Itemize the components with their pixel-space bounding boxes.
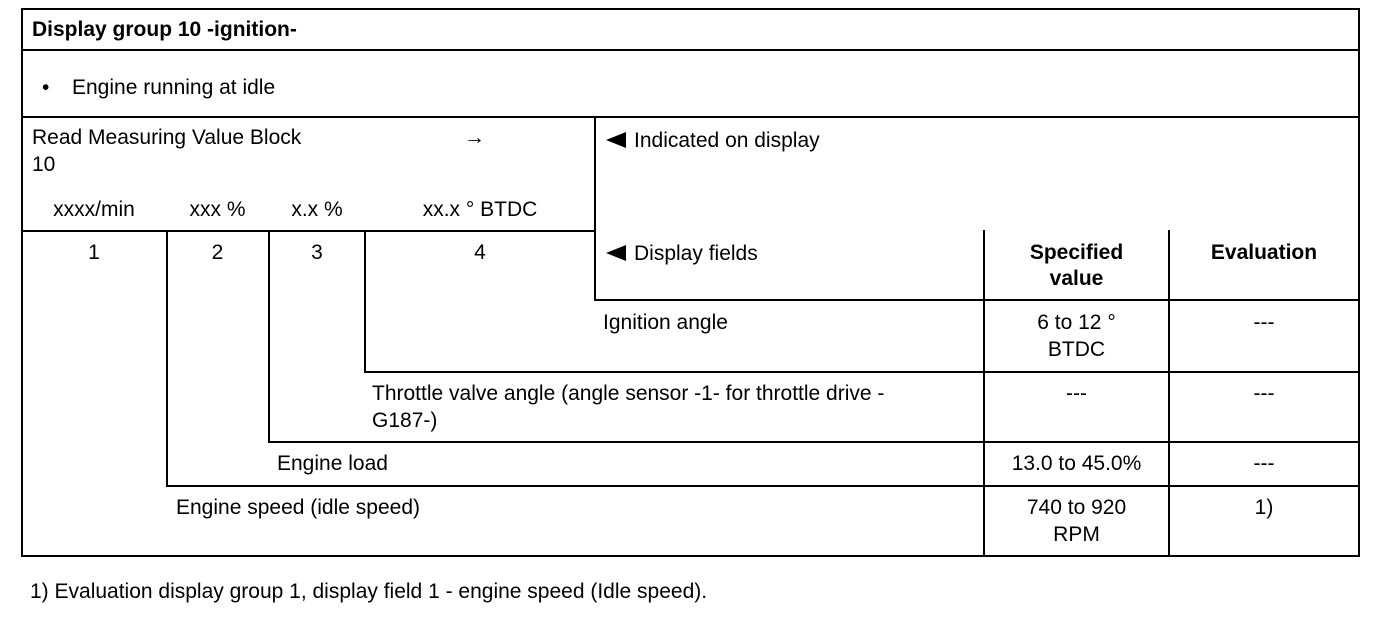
triangle-left-icon [606,132,626,148]
unit-field-1: xxxx/min [53,198,135,221]
field-number-3: 3 [311,241,323,264]
row-ignition-angle-field: Ignition angle [603,311,728,334]
block-label-line1: Read Measuring Value Block [32,126,302,149]
row-throttle-spec: --- [1066,382,1087,405]
table-border-top [21,8,1360,10]
bracket-line-field-2 [268,230,270,443]
evaluation-header: Evaluation [1210,241,1318,264]
divider-field-numbers [21,230,596,232]
table-title: Display group 10 -ignition- [32,18,297,41]
condition-bullet: • [42,76,50,99]
row-engine-load-spec: 13.0 to 45.0% [1011,452,1142,475]
unit-field-4: xx.x ° BTDC [422,198,538,221]
row-ignition-angle-spec-line2: BTDC [1047,338,1106,361]
table-border-bottom [21,555,1360,557]
unit-field-2: xxx % [189,198,246,221]
table-border-left [21,8,23,557]
row-divider-ignition [364,371,1360,373]
triangle-left-icon [606,245,626,261]
bracket-line-field-3 [364,230,366,373]
row-ignition-angle-spec-line1: 6 to 12 ° [1037,311,1116,334]
block-label-line2: 10 [32,153,56,176]
row-engine-speed-spec-line2: RPM [1053,523,1100,546]
divider-column-headers [594,299,1360,301]
field-number-1: 1 [88,241,100,264]
field-number-4: 4 [474,241,486,264]
footnote: 1) Evaluation display group 1, display f… [30,580,708,603]
row-throttle-evaluation: --- [1253,382,1275,405]
divider-block-indicated [594,116,596,301]
row-engine-load-field: Engine load [277,452,388,475]
indicated-on-display: Indicated on display [606,128,820,154]
row-engine-load-evaluation: --- [1253,452,1275,475]
row-divider-load [166,485,1360,487]
row-throttle-field-line2: G187-) [372,409,438,432]
indicated-label: Indicated on display [634,129,820,152]
display-fields-label: Display fields [634,242,758,265]
divider-title [21,49,1360,51]
table-border-right [1358,8,1360,557]
bracket-line-field-1 [166,230,168,487]
row-throttle-field-line1: Throttle valve angle (angle sensor -1- f… [372,382,885,405]
row-engine-speed-evaluation: 1) [1254,496,1274,519]
display-fields-header: Display fields [606,241,758,267]
arrow-right-icon: → [464,126,485,149]
row-divider-throttle [268,441,1360,443]
divider-evaluation-column [1168,230,1170,557]
divider-condition [21,116,1360,118]
specified-header-line2: value [1049,267,1104,290]
unit-field-3: x.x % [291,198,343,221]
row-engine-speed-spec-line1: 740 to 920 [1026,496,1127,519]
specified-header-line1: Specified [1029,241,1124,264]
row-ignition-angle-evaluation: --- [1253,311,1275,334]
row-engine-speed-field: Engine speed (idle speed) [176,496,421,519]
field-number-2: 2 [211,241,224,264]
divider-specified-column [983,230,985,557]
condition-text: Engine running at idle [72,76,276,99]
